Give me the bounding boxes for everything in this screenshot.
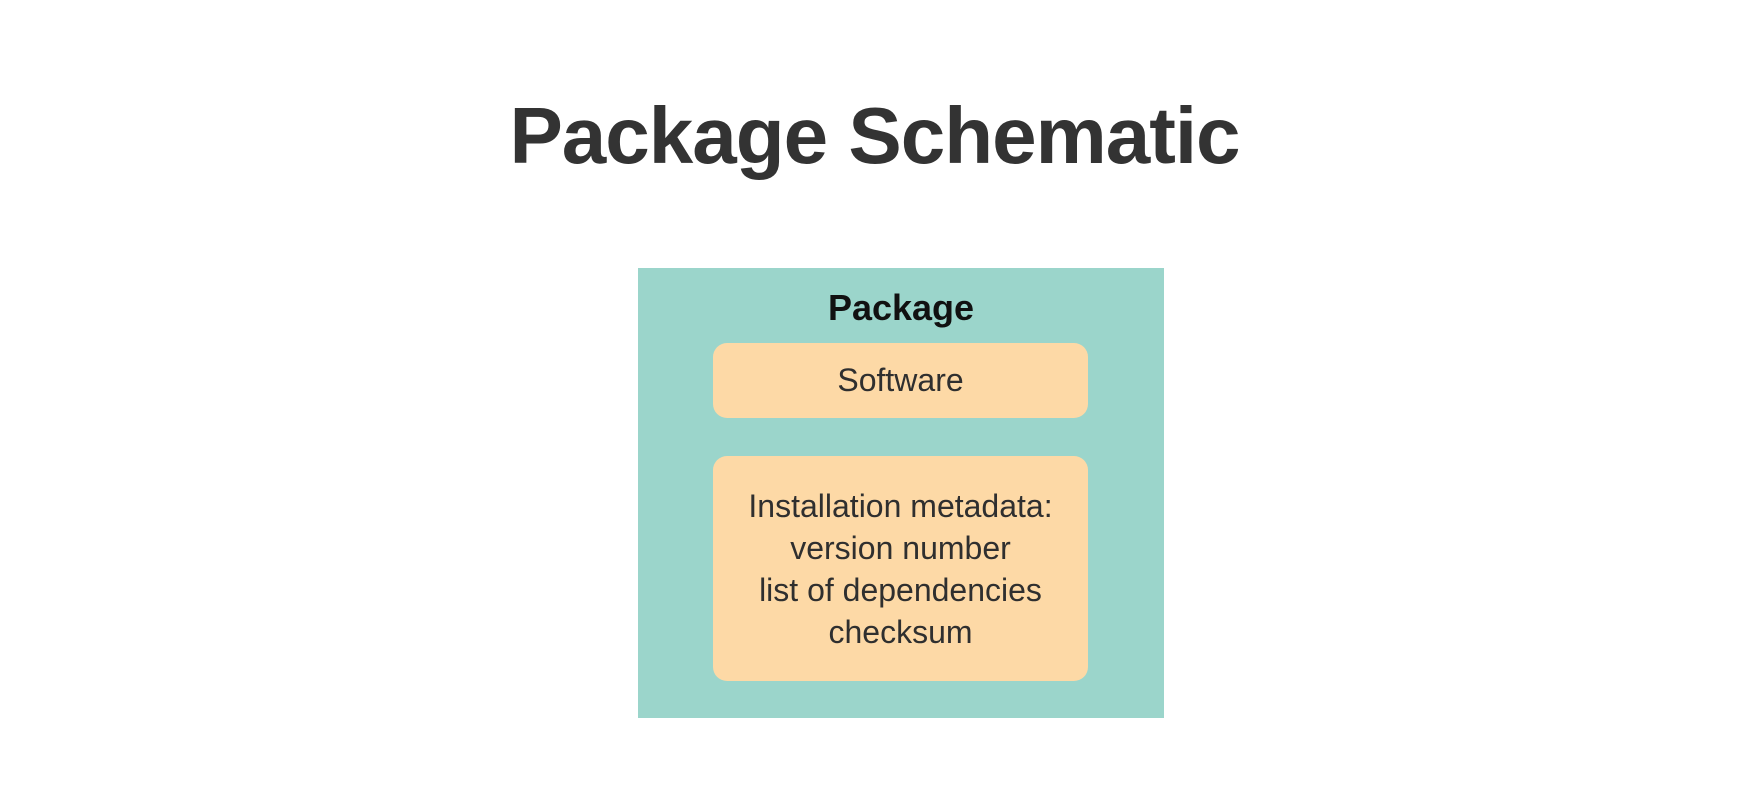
- package-container: Package Software Installation metadata: …: [638, 268, 1164, 718]
- page-title: Package Schematic: [509, 91, 1240, 180]
- software-box: Software: [713, 343, 1088, 418]
- software-label: Software: [837, 362, 964, 398]
- package-label: Package: [827, 287, 975, 328]
- metadata-item-dependencies: list of dependencies: [759, 571, 1042, 608]
- metadata-item-version: version number: [790, 529, 1011, 566]
- metadata-item-checksum: checksum: [828, 613, 973, 650]
- metadata-heading: Installation metadata:: [748, 487, 1053, 524]
- installation-metadata-box: Installation metadata: version number li…: [713, 456, 1088, 681]
